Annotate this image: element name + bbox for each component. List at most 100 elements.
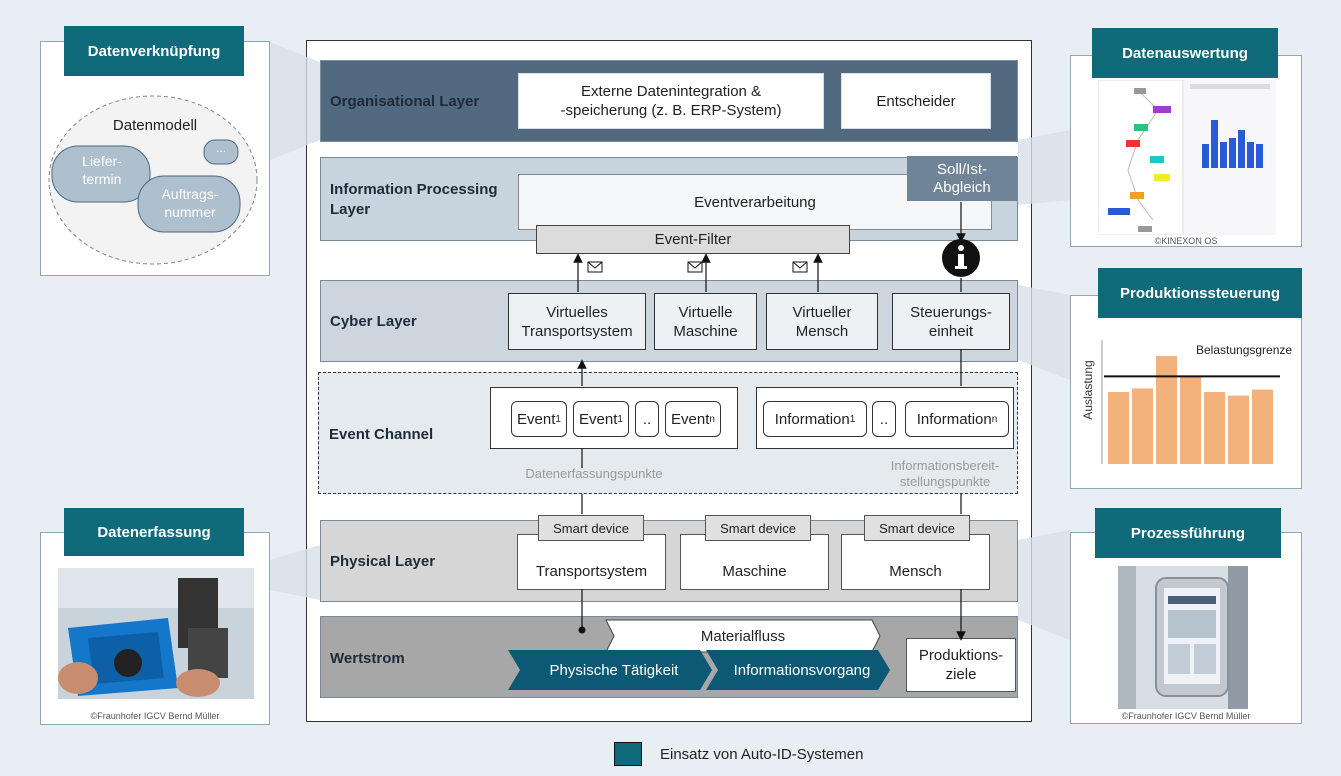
order-number-line2: nummer [164, 204, 216, 220]
information-layer-label: Information Processing Layer [330, 180, 498, 220]
auswertung-title: Datenauswertung [1092, 28, 1278, 78]
target-actual-line1: Soll/Ist- [936, 160, 987, 178]
information-ellipsis: .. [872, 401, 896, 437]
production-goals-line1: Produktions- [918, 647, 1004, 664]
steuerung-title: Produktionssteuerung [1098, 268, 1302, 318]
info-points-label: Informationsbereit- stellungspunkte [875, 458, 1015, 490]
more-bubble [203, 139, 239, 165]
target-actual-box: Soll/Ist- Abgleich [907, 156, 1017, 201]
virtual-machine-line2: Maschine [673, 322, 738, 340]
auswertung-credit: ©KINEXON OS [1154, 236, 1218, 246]
production-goals-box: Produktions- ziele [906, 638, 1016, 692]
information-process-label: Informationsvorgang [733, 661, 871, 679]
virtual-transport-line1: Virtuelles [546, 303, 608, 321]
load-bar [1204, 392, 1225, 464]
info-points-line1: Informationsbereit- [890, 458, 1000, 473]
control-unit-line2: einheit [928, 322, 974, 340]
information-label: Information [774, 410, 850, 428]
analytics-screenshot [1098, 80, 1276, 235]
cyber-layer: Cyber Layer Virtuelles Transportsystem V… [320, 280, 1018, 362]
organisational-layer-label: Organisational Layer [330, 93, 480, 110]
event-label: Event [517, 410, 556, 428]
event-processing-box: Eventverarbeitung [518, 174, 992, 230]
wertstrom-shapes [508, 619, 890, 690]
prozess-title: Prozessführung [1095, 508, 1281, 558]
verknuepfung-title: Datenverknüpfung [64, 26, 244, 76]
legend-label: Einsatz von Auto-ID-Systemen [660, 746, 864, 763]
scanner-photo [58, 568, 254, 699]
physical-layer-label: Physical Layer [330, 553, 436, 570]
virtual-human-box: Virtueller Mensch [766, 293, 878, 350]
material-flow-label: Materialfluss [700, 627, 786, 645]
event-label: Event [671, 410, 710, 428]
event-filter-box: Event-Filter [536, 225, 850, 254]
event-subscript: n [709, 413, 715, 425]
external-data-line1: Externe Datenintegration & [580, 83, 762, 100]
information-processing-layer: Information Processing Layer Eventverarb… [320, 156, 1018, 241]
load-bars [1108, 356, 1273, 464]
wertstrom-label: Wertstrom [330, 650, 405, 667]
information-subscript: 1 [849, 413, 856, 425]
organisational-layer: Organisational Layer Externe Datenintegr… [320, 60, 1018, 142]
information-process-chevron [706, 650, 890, 690]
physical-activity-chevron [508, 650, 712, 690]
physical-activity-label: Physische Tätigkeit [549, 661, 679, 679]
cyber-layer-label: Cyber Layer [330, 313, 417, 330]
virtual-transport-box: Virtuelles Transportsystem [508, 293, 646, 350]
capture-points-label: Datenerfassungspunkte [525, 466, 663, 481]
event-subscript: 1 [617, 413, 623, 425]
event-channel-label: Event Channel [329, 426, 434, 443]
order-number-label: Auftrags- nummer [138, 185, 242, 221]
information-label: Information [916, 410, 992, 428]
human-box: Mensch [841, 534, 990, 590]
data-model-diagram [48, 95, 258, 265]
information-layer-label-line1: Information Processing [330, 181, 498, 198]
order-number-bubble [137, 175, 241, 233]
smart-device-tag-1: Smart device [538, 515, 644, 541]
delivery-date-label: Liefer- termin [54, 152, 150, 188]
load-bar [1108, 392, 1129, 464]
load-chart: Auslastung Belastungsgrenze [1081, 340, 1292, 464]
event-ellipsis: .. [635, 401, 659, 437]
load-bar [1132, 388, 1153, 464]
prozess-credit: ©Fraunhofer IGCV Bernd Müller [1121, 711, 1251, 721]
external-data-box: Externe Datenintegration & -speicherung … [518, 73, 824, 129]
production-goals-line2: ziele [945, 666, 977, 683]
load-bar [1252, 389, 1273, 464]
transport-system-box: Transportsystem [517, 534, 666, 590]
smart-device-tag-2: Smart device [705, 515, 811, 541]
event-subscript: 1 [555, 413, 561, 425]
load-bar [1180, 376, 1201, 464]
data-model-label: Datenmodell [112, 117, 198, 134]
legend-swatch [614, 742, 642, 766]
virtual-human-line2: Mensch [795, 322, 849, 340]
order-number-line1: Auftrags- [161, 186, 219, 202]
erfassung-title: Datenerfassung [64, 508, 244, 556]
decision-box: Entscheider [841, 73, 991, 129]
virtual-machine-box: Virtuelle Maschine [654, 293, 757, 350]
tablet-photo [1118, 566, 1248, 709]
control-unit-box: Steuerungs- einheit [892, 293, 1010, 350]
load-limit-label: Belastungsgrenze [1196, 343, 1292, 357]
smart-device-tag-3: Smart device [864, 515, 970, 541]
virtual-human-line1: Virtueller [792, 303, 852, 321]
more-label: ... [215, 141, 226, 155]
load-chart-ylabel: Auslastung [1081, 360, 1095, 419]
virtual-machine-line1: Virtuelle [678, 303, 733, 321]
erfassung-credit: ©Fraunhofer IGCV Bernd Müller [90, 711, 220, 721]
external-data-line2: -speicherung (z. B. ERP-System) [560, 102, 782, 119]
delivery-date-line2: termin [82, 171, 122, 187]
physical-layer: Physical Layer Transportsystem Maschine … [320, 515, 1018, 602]
control-unit-line1: Steuerungs- [910, 303, 992, 321]
load-bar [1156, 356, 1177, 464]
target-actual-line2: Abgleich [933, 178, 991, 196]
virtual-transport-line2: Transportsystem [521, 322, 633, 340]
